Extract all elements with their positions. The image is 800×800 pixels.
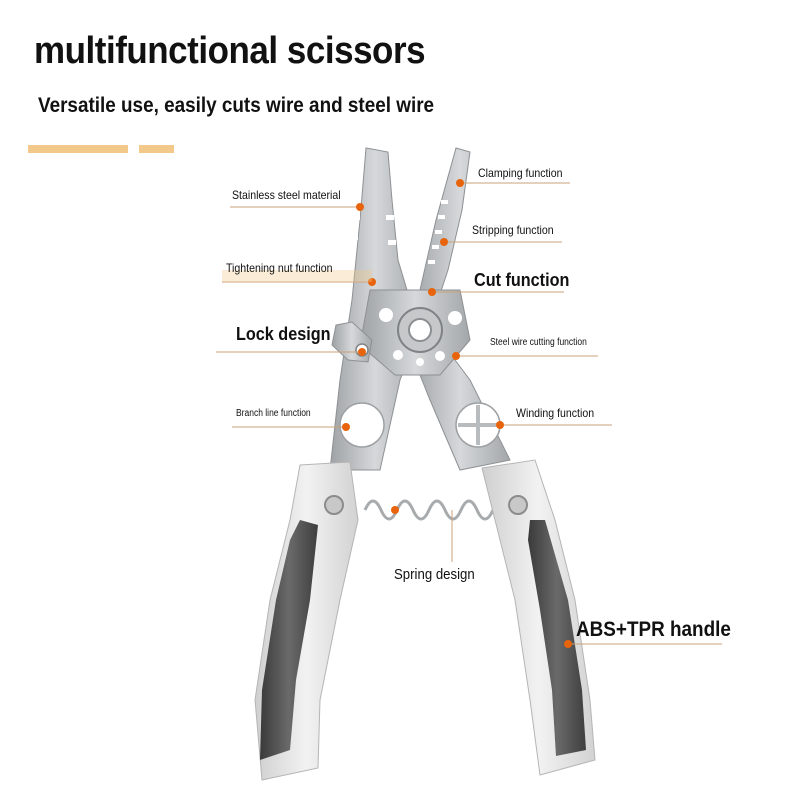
label-clamping: Clamping function bbox=[478, 166, 563, 180]
accent-bar-short bbox=[139, 145, 174, 153]
label-handle: ABS+TPR handle bbox=[576, 618, 731, 641]
page-title: multifunctional scissors bbox=[34, 30, 426, 72]
page-subtitle: Versatile use, easily cuts wire and stee… bbox=[38, 94, 435, 117]
label-winding: Winding function bbox=[516, 406, 595, 420]
accent-bar-long bbox=[28, 145, 128, 153]
label-stainless: Stainless steel material bbox=[232, 188, 341, 202]
label-lock: Lock design bbox=[236, 324, 331, 344]
callout-lines bbox=[216, 182, 722, 645]
spring bbox=[363, 499, 495, 521]
label-tightening: Tightening nut function bbox=[226, 261, 333, 275]
right-handle-grip bbox=[528, 520, 586, 756]
label-cut: Cut function bbox=[474, 270, 570, 290]
label-steel-wire: Steel wire cutting function bbox=[490, 337, 587, 348]
callout-dots bbox=[342, 179, 572, 648]
label-branch: Branch line function bbox=[236, 408, 311, 419]
label-spring: Spring design bbox=[394, 566, 475, 583]
left-handle-grip bbox=[260, 520, 318, 760]
label-stripping: Stripping function bbox=[472, 223, 554, 237]
